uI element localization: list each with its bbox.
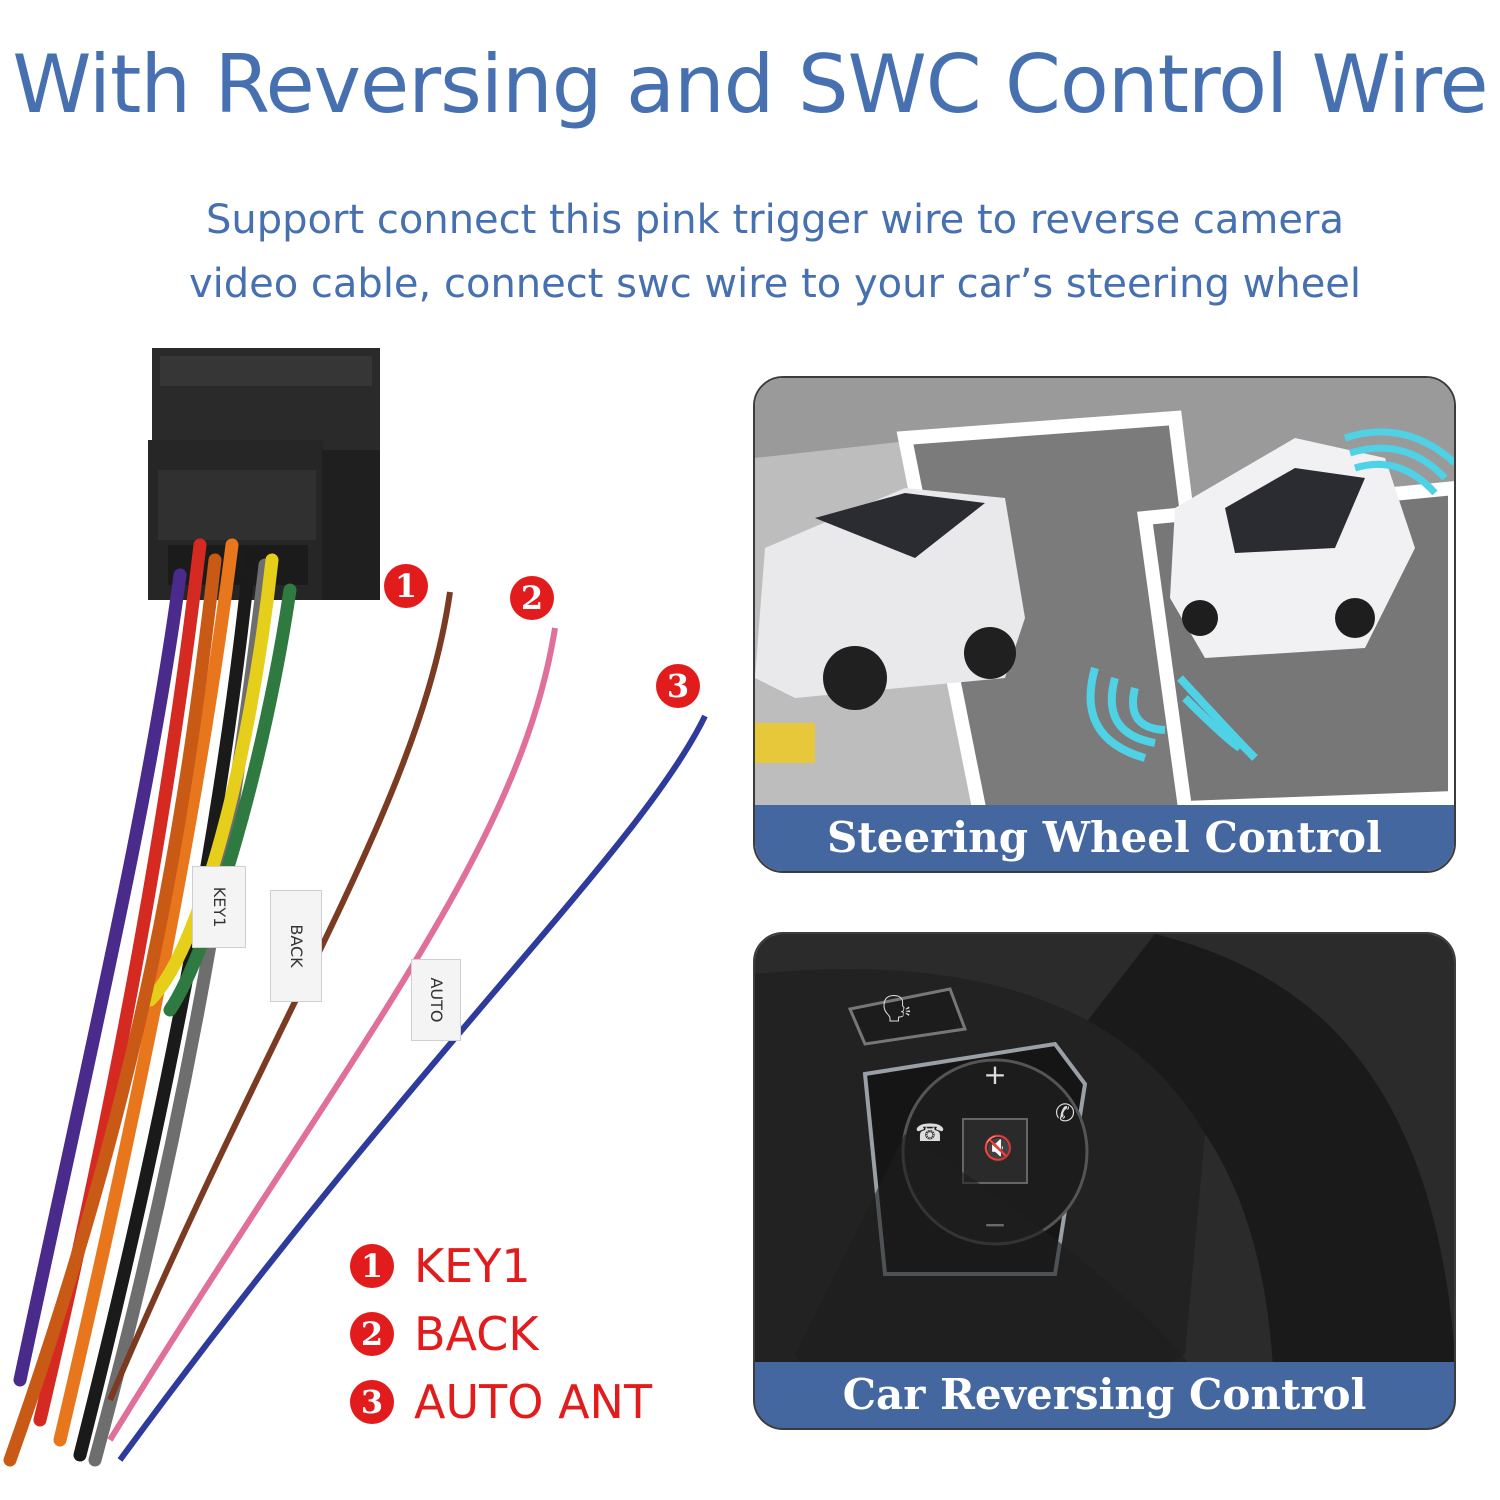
panel-caption-top: Steering Wheel Control	[755, 805, 1454, 871]
wire-marker-2: 2	[510, 576, 554, 620]
sensor-waves-front	[1343, 428, 1454, 496]
wire-tag-auto: AUTO	[411, 959, 461, 1041]
steering-wheel-panel: + − 🗣 ☎ 🔇 ✆ Car Reversing Control	[753, 932, 1456, 1430]
car-right	[1170, 438, 1415, 658]
subtitle-line-2: video cable, connect swc wire to your ca…	[188, 261, 1362, 307]
parking-scene-panel: Steering Wheel Control	[753, 376, 1456, 873]
subtitle-line-1: Support connect this pink trigger wire t…	[206, 197, 1344, 243]
legend-number: 3	[350, 1380, 394, 1424]
wire-blue-auto	[117, 714, 708, 1462]
wire-yellow	[143, 553, 279, 1007]
wire-purple	[13, 568, 187, 1387]
phone-answer-icon[interactable]: ✆	[1055, 1099, 1076, 1127]
voice-button-shape	[847, 987, 968, 1046]
legend-label: KEY1	[414, 1239, 531, 1293]
wire-dark-orange	[3, 553, 222, 1467]
wire-legend: 1 KEY1 2 BACK 3 AUTO ANT	[350, 1232, 652, 1436]
wire-orange	[53, 538, 239, 1447]
car-left	[755, 488, 1025, 710]
panel-caption-bottom: Car Reversing Control	[755, 1362, 1454, 1428]
wire-marker-3: 3	[656, 664, 700, 708]
legend-label: AUTO ANT	[414, 1375, 653, 1429]
wire-tag-key1: KEY1	[192, 866, 246, 948]
wire-tag-back: BACK	[270, 890, 322, 1002]
svg-text:+: +	[983, 1058, 1006, 1091]
legend-item: 2 BACK	[350, 1300, 652, 1368]
legend-item: 1 KEY1	[350, 1232, 652, 1300]
mute-icon[interactable]: 🔇	[983, 1134, 1013, 1162]
sensor-waves-rear	[1086, 666, 1258, 762]
page-title: With Reversing and SWC Control Wire	[12, 38, 1488, 131]
wire-marker-1: 1	[384, 564, 428, 608]
wire-pink-back	[107, 627, 558, 1442]
page-subtitle: Support connect this pink trigger wire t…	[140, 188, 1410, 316]
legend-number: 2	[350, 1312, 394, 1356]
legend-item: 3 AUTO ANT	[350, 1368, 652, 1436]
legend-number: 1	[350, 1244, 394, 1288]
legend-label: BACK	[414, 1307, 539, 1361]
steering-wheel-image: + −	[755, 934, 1454, 1428]
wire-green	[163, 583, 297, 1017]
voice-icon[interactable]: 🗣	[880, 994, 914, 1024]
wiring-harness-illustration	[3, 348, 708, 1467]
parking-lot-image	[755, 378, 1454, 871]
phone-hangup-icon[interactable]: ☎	[915, 1119, 945, 1147]
iso-connector	[148, 348, 380, 600]
wire-brown-key1	[107, 591, 453, 1402]
